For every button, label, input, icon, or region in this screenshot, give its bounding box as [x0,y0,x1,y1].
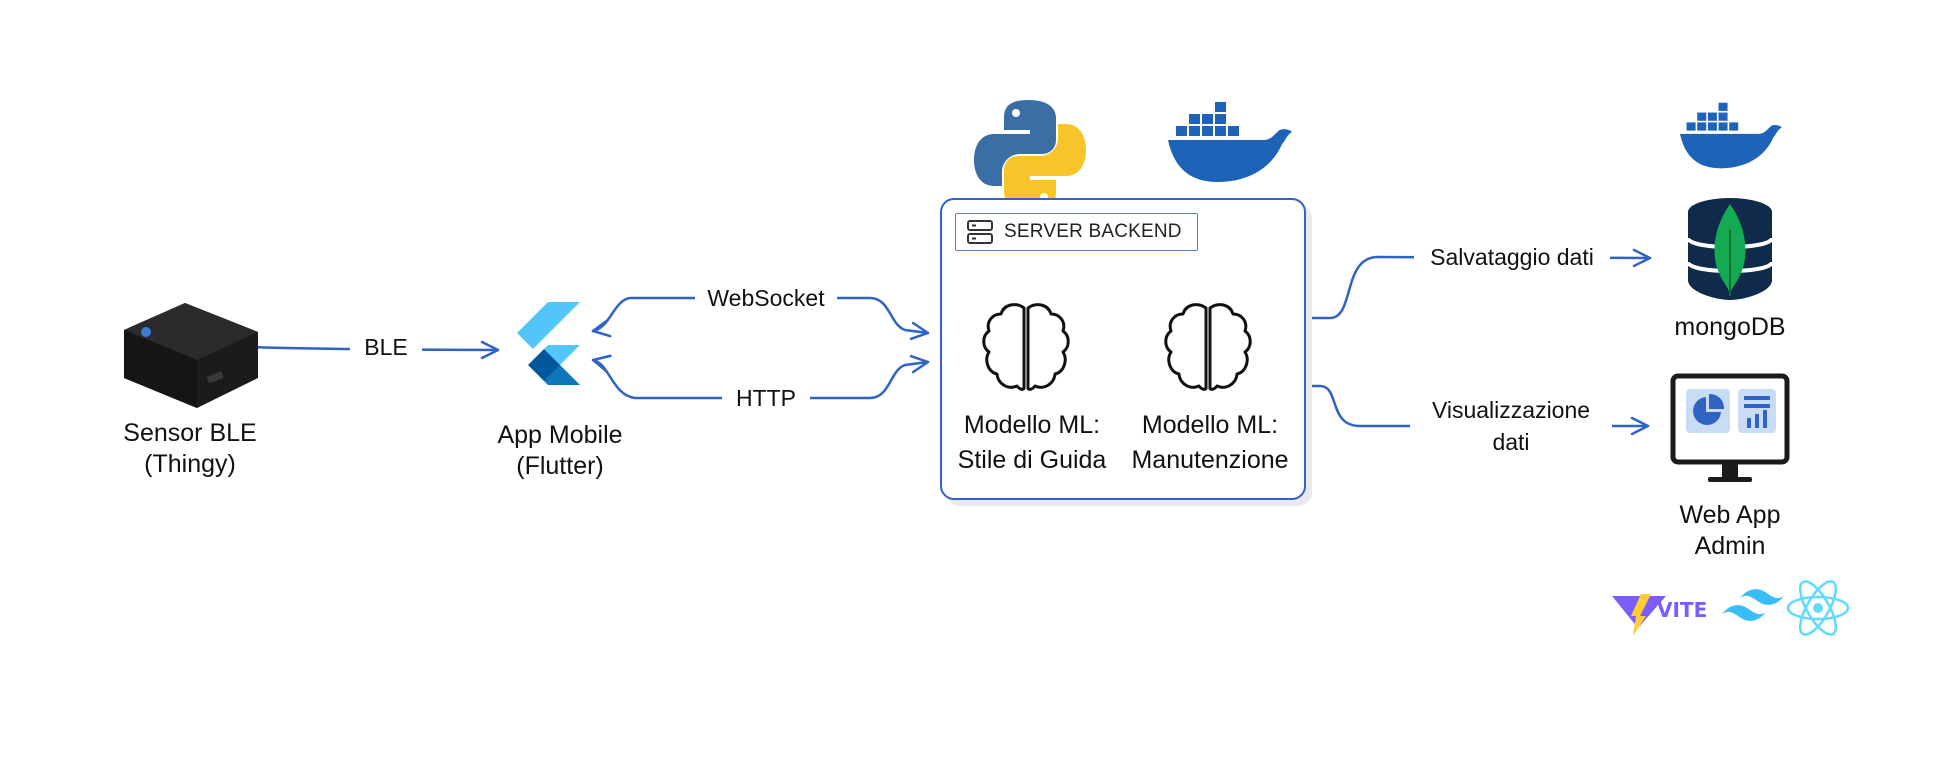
database-icon [1686,198,1774,300]
edge-label-visualization-line2: dati [1492,429,1530,456]
edge-label-visualization: Visualizzazione dati [1410,394,1612,459]
edge-label-http: HTTP [722,384,810,413]
app-label-line1: App Mobile [497,421,623,449]
vite-wordmark: VITE [1657,598,1707,622]
server-backend-tag: SERVER BACKEND [955,213,1198,251]
sensor-label-line2: (Thingy) [144,450,236,479]
sensor-device-icon [124,303,258,408]
brain-icon-style [982,303,1070,391]
ml-style-line2: Stile di Guida [957,446,1107,474]
server-icon [967,220,993,244]
edge-label-save: Salvataggio dati [1414,243,1610,272]
docker-logo-database [1680,102,1782,169]
react-logo [1786,580,1850,636]
vite-logo: VITE [1612,594,1707,636]
ml-maintenance-line1: Modello ML: [1141,411,1279,439]
ml-style-label: Modello ML: Stile di Guida [946,408,1118,478]
python-logo [974,100,1086,210]
docker-logo [1168,102,1292,182]
edge-websocket [591,296,930,341]
edge-label-ble: BLE [350,333,422,362]
ml-maintenance-line2: Manutenzione [1131,446,1289,474]
ml-maintenance-label: Modello ML: Manutenzione [1122,408,1298,478]
app-label-line2: (Flutter) [516,452,604,481]
sensor-label: Sensor BLE (Thingy) [100,418,280,481]
edge-label-visualization-line1: Visualizzazione [1431,397,1591,423]
sensor-label-line1: Sensor BLE [123,419,257,447]
mongodb-label: mongoDB [1674,313,1786,341]
webapp-label: Web App Admin [1660,500,1800,563]
brain-icon-maintenance [1164,303,1252,391]
webapp-label-line1: Web App [1679,501,1781,529]
dashboard-icon [1670,373,1790,482]
edge-label-websocket: WebSocket [695,284,837,313]
webapp-label-line2: Admin [1694,532,1766,561]
tailwind-logo [1722,589,1784,621]
edge-save [1304,248,1652,320]
edge-visualization [1304,384,1414,428]
server-backend-title: SERVER BACKEND [1004,221,1182,242]
app-label: App Mobile (Flutter) [470,420,650,483]
flutter-logo [517,302,580,385]
ml-style-line1: Modello ML: [963,411,1101,439]
